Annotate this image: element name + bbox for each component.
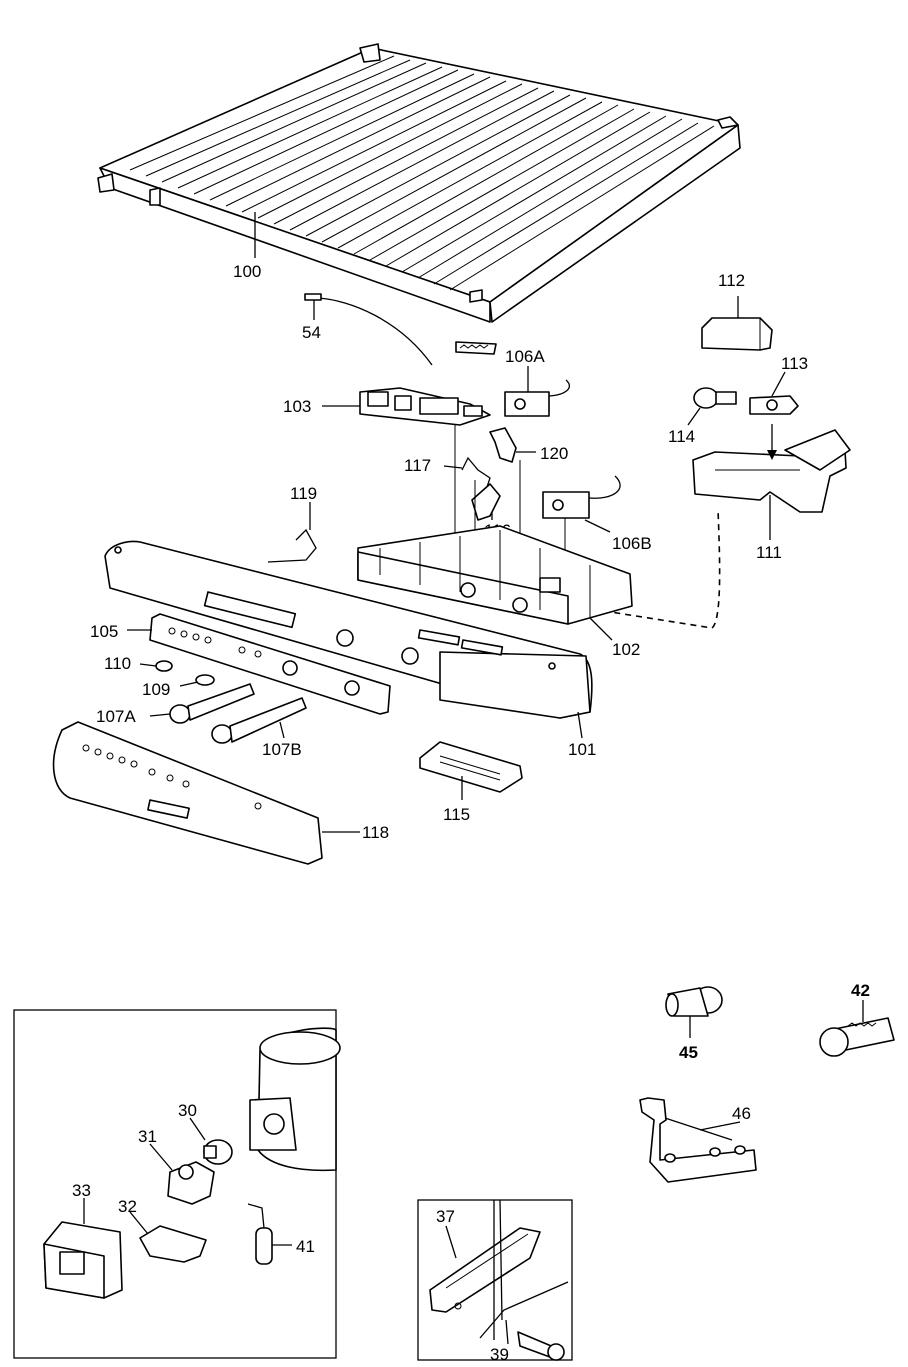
callout-39: 39 (490, 1345, 509, 1364)
lamp-cover (701, 317, 773, 351)
callout-33: 33 (72, 1181, 91, 1200)
knob-107B (211, 697, 307, 744)
hinge-46 (639, 1097, 757, 1183)
callout-103: 103 (283, 397, 311, 416)
callout-109: 109 (142, 680, 170, 699)
control-board (359, 387, 491, 426)
callout-37: 37 (436, 1207, 455, 1226)
callout-107B: 107B (262, 740, 302, 759)
wire-clip-117 (461, 456, 491, 491)
callout-110: 110 (104, 654, 131, 673)
connector-clip (455, 341, 497, 355)
callout-100: 100 (233, 262, 261, 281)
bracket-115 (419, 741, 523, 793)
callout-115: 115 (443, 805, 470, 824)
lamp-109 (195, 674, 215, 686)
bracket-116 (471, 483, 501, 521)
callout-102: 102 (612, 640, 640, 659)
switch-120 (489, 427, 517, 463)
light-bulb (693, 387, 737, 409)
callout-120: 120 (540, 444, 568, 463)
callout-32: 32 (118, 1197, 137, 1216)
callout-107A: 107A (96, 707, 136, 726)
compressor-relay-overload-inset (13, 1009, 341, 1359)
callout-30: 30 (178, 1101, 197, 1120)
panel-insert-105 (149, 613, 391, 715)
wire-119 (267, 528, 317, 563)
callout-46: 46 (732, 1104, 751, 1123)
callout-41: 41 (296, 1237, 315, 1256)
thermostat-106B (542, 475, 621, 519)
knob-107A (169, 683, 255, 724)
callout-45: 45 (679, 1043, 698, 1062)
control-panel-101 (104, 540, 593, 719)
part-42 (819, 1017, 895, 1057)
lamp-110 (155, 660, 173, 672)
callout-112: 112 (718, 271, 745, 290)
callout-54: 54 (302, 323, 321, 342)
front-panel-118 (52, 721, 323, 865)
callout-106A: 106A (505, 347, 545, 366)
sensor-wire (304, 293, 433, 366)
callout-117: 117 (404, 456, 431, 475)
callout-114: 114 (668, 427, 695, 446)
lamp-housing (692, 429, 851, 513)
callout-101: 101 (568, 740, 596, 759)
lamp-socket (749, 395, 799, 415)
callout-42: 42 (851, 981, 870, 1000)
callout-106B: 106B (612, 534, 652, 553)
callout-31: 31 (138, 1127, 157, 1146)
thermostat-106A (504, 379, 571, 417)
top-panel-shelf (97, 43, 741, 323)
callout-105: 105 (90, 622, 118, 641)
callout-111: 111 (756, 543, 782, 562)
callout-119: 119 (290, 484, 317, 503)
callout-118: 118 (362, 823, 389, 842)
hinge-bracket-inset (417, 1199, 573, 1361)
callout-113: 113 (781, 354, 808, 373)
plug-45 (665, 986, 723, 1017)
